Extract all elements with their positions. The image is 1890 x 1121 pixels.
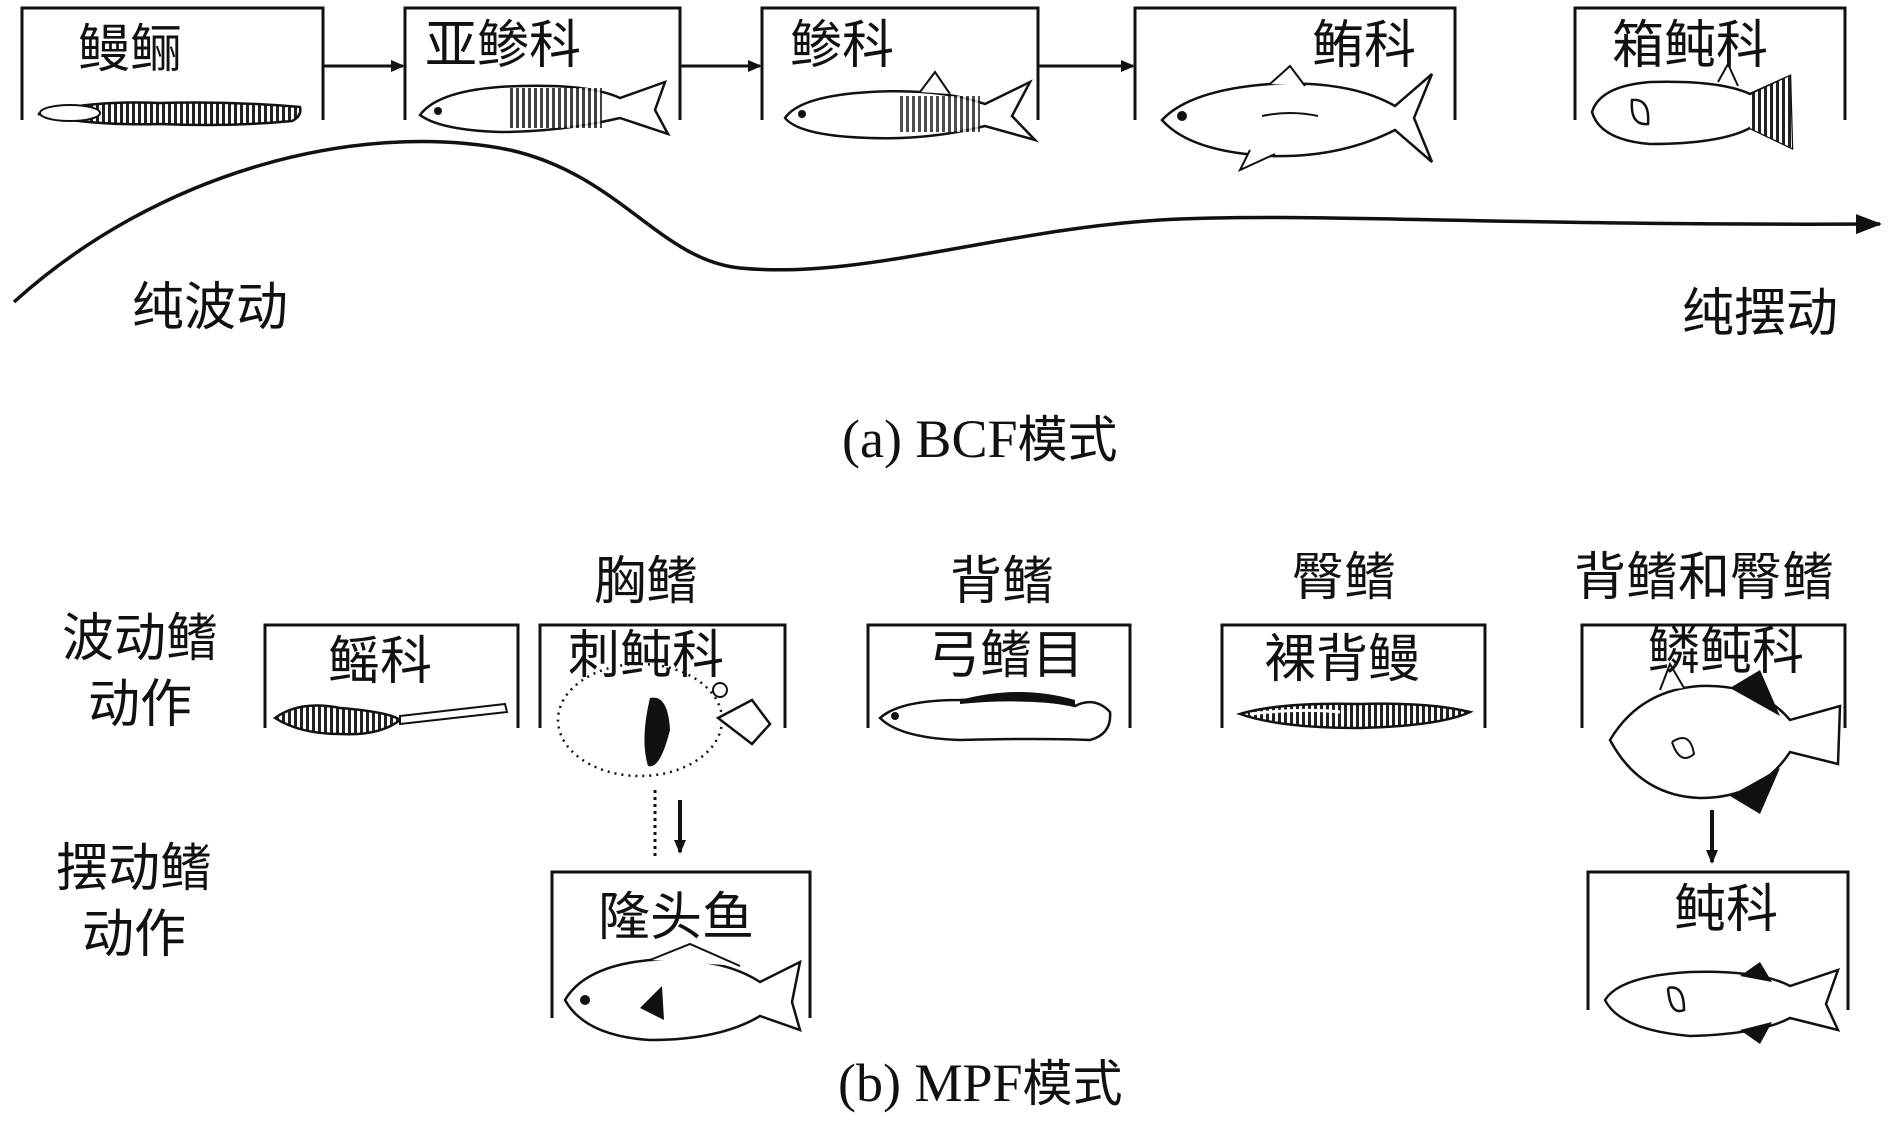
bcf-box-label-ostraciiform: 箱鲀科 bbox=[1612, 16, 1769, 76]
mpf-box-label-labridae: 隆头鱼 bbox=[598, 888, 755, 948]
mpf-box-label-tetraodontidae: 鲀科 bbox=[1674, 880, 1779, 940]
mpf-caption-prefix: (b) MPF bbox=[838, 1053, 1023, 1113]
wrasse-illustration bbox=[563, 942, 802, 1042]
mpf-oscillation-box-frames bbox=[550, 870, 1850, 1018]
mpf-box-label-amiiformes: 弓鳍目 bbox=[928, 626, 1085, 686]
mpf-row-label-oscillation-line1: 摆动鳍 bbox=[55, 839, 212, 899]
mpf-row-label-oscillation: 摆动鳍 动作 bbox=[34, 836, 234, 968]
mpf-box-label-gymnarchus: 裸背鳗 bbox=[1264, 630, 1421, 690]
carangiform-fish-illustration bbox=[783, 70, 1040, 143]
mpf-undulation-box-frames bbox=[263, 623, 1847, 728]
mpf-column-header-dorsal: 背鳍 bbox=[950, 552, 1055, 612]
mpf-connectors bbox=[653, 790, 1718, 864]
bcf-box-frames bbox=[20, 6, 1847, 120]
mpf-column-header-pectoral: 胸鳍 bbox=[594, 552, 699, 612]
porcupinefish-illustration bbox=[556, 662, 772, 778]
bcf-box-ostraciiform-frame bbox=[1573, 6, 1847, 120]
triggerfish-illustration bbox=[1608, 661, 1842, 814]
mpf-row-label-undulation: 波动鳍 动作 bbox=[40, 606, 240, 738]
mpf-box-labridae-frame bbox=[550, 870, 812, 1018]
bcf-box-label-subcarangiform: 亚鲹科 bbox=[425, 16, 582, 76]
mpf-row-label-undulation-line1: 波动鳍 bbox=[61, 609, 218, 669]
bcf-box-label-carangiform: 鲹科 bbox=[790, 16, 895, 76]
eel-illustration bbox=[37, 101, 302, 127]
ostraciiform-fish-illustration bbox=[1590, 61, 1794, 151]
bcf-box-thunniform-frame bbox=[1133, 6, 1457, 120]
mpf-caption: (b) MPF模式 bbox=[838, 1056, 1123, 1110]
mpf-box-amiiformes-frame bbox=[866, 623, 1132, 728]
mpf-box-balistidae-frame bbox=[1580, 623, 1847, 728]
mpf-column-header-dorsal-anal: 背鳍和臀鳍 bbox=[1574, 548, 1835, 608]
bcf-box-label-thunniform: 鲔科 bbox=[1312, 16, 1417, 76]
ray-illustration bbox=[272, 702, 509, 736]
bcf-left-end-label: 纯波动 bbox=[132, 278, 289, 338]
mpf-box-label-rajidae: 鳐科 bbox=[328, 632, 433, 692]
bcf-box-carangiform-frame bbox=[760, 6, 1040, 120]
thunniform-fish-illustration bbox=[1160, 64, 1434, 173]
bcf-box-label-eel: 鳗鲡 bbox=[78, 20, 183, 80]
mpf-row-label-oscillation-line2: 动作 bbox=[81, 905, 186, 965]
mpf-row-label-undulation-line2: 动作 bbox=[87, 675, 192, 735]
mpf-box-rajidae-frame bbox=[263, 623, 520, 728]
bcf-continuum-curve bbox=[12, 139, 1882, 304]
bowfin-illustration bbox=[878, 692, 1112, 742]
bcf-right-end-label: 纯摆动 bbox=[1682, 284, 1839, 344]
mpf-caption-suffix: 模式 bbox=[1022, 1055, 1123, 1113]
bcf-box-eel-frame bbox=[20, 6, 325, 120]
bcf-box-subcarangiform-frame bbox=[403, 6, 682, 120]
bcf-caption-suffix: 模式 bbox=[1017, 411, 1118, 469]
gymnarchus-illustration bbox=[1235, 702, 1474, 730]
mpf-box-tetraodontidae-frame bbox=[1586, 870, 1850, 1010]
bcf-caption: (a) BCF模式 bbox=[842, 412, 1118, 466]
mpf-box-label-diodontidae: 刺鲀科 bbox=[568, 626, 725, 686]
subcarangiform-fish-illustration bbox=[418, 79, 671, 137]
mpf-box-gymnarchus-frame bbox=[1220, 623, 1487, 728]
mpf-box-diodontidae-frame bbox=[538, 623, 787, 728]
mpf-column-header-anal: 臀鳍 bbox=[1292, 548, 1397, 608]
mpf-box-label-balistidae: 鳞鲀科 bbox=[1648, 622, 1805, 682]
puffer-illustration bbox=[1603, 962, 1841, 1044]
bcf-caption-prefix: (a) BCF bbox=[842, 409, 1018, 469]
